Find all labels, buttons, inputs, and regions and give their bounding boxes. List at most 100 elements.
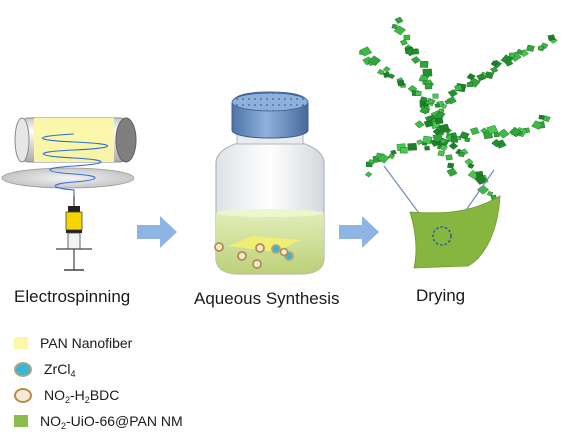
legend-item-linker: NO2-H2BDC [14, 382, 183, 408]
zrcl4-swatch [14, 361, 32, 377]
mof-crystal [396, 79, 405, 87]
mof-crystal [376, 69, 385, 76]
reaction-bottle [214, 91, 325, 275]
mof-crystal [486, 191, 494, 197]
mof-crystal [446, 167, 458, 177]
mof-crystal [391, 23, 398, 30]
electrospinning-setup [1, 117, 137, 271]
mof-crystal [480, 127, 489, 134]
mof-crystal [445, 154, 453, 161]
mof-crystal [448, 142, 459, 150]
mof-crystal [508, 52, 516, 58]
mof-crystal [464, 137, 471, 143]
mof-crystal [484, 71, 494, 79]
mof-crystal [411, 48, 420, 55]
mof-crystal [438, 123, 450, 133]
mof-crystal [508, 126, 522, 137]
mof-crystal [434, 117, 444, 125]
zrcl4-particle [271, 244, 281, 254]
mof-crystal [387, 153, 396, 160]
linker-particle [237, 251, 247, 261]
mof-crystal [424, 115, 433, 122]
mof-crystal [432, 93, 439, 99]
linker-particle [252, 259, 262, 269]
syringe [56, 196, 92, 271]
mof-crystal [432, 128, 442, 136]
mof-crystal [459, 131, 470, 140]
mof-crystal [504, 59, 514, 67]
mof-crystal [439, 144, 448, 152]
mof-crystal [531, 120, 544, 130]
dried-membrane [409, 195, 501, 269]
mof-crystal-cluster [359, 16, 558, 200]
mof-crystal [447, 162, 455, 169]
legend: PAN Nanofiber ZrCl4 NO2-H2BDC NO2-UiO-66… [14, 330, 183, 434]
mof-crystal [428, 99, 434, 104]
step-label-drying: Drying [416, 286, 466, 305]
mof-crystal [419, 96, 428, 103]
mof-crystal [454, 84, 463, 92]
mof-crystal [382, 71, 391, 79]
mof-crystal [444, 99, 451, 105]
mof-crystal [466, 82, 473, 88]
mof-crystal [437, 150, 445, 157]
mof-crystal [414, 120, 425, 129]
mof-crystal [388, 73, 396, 80]
mof-crystal [476, 73, 486, 82]
mof-crystal [393, 25, 406, 36]
collector-plate [1, 167, 135, 189]
mof-crystal [547, 34, 556, 41]
mof-crystal [416, 139, 423, 145]
mof-crystal [390, 149, 397, 155]
mof-crystal [423, 119, 434, 128]
legend-label-pan-nanofiber: PAN Nanofiber [40, 335, 133, 351]
mof-crystal [450, 132, 458, 138]
mof-crystal [368, 159, 375, 165]
step-label-electrospinning: Electrospinning [14, 287, 131, 306]
mof-crystal [526, 44, 535, 52]
legend-label-product: NO2-UiO-66@PAN NM [40, 413, 183, 431]
mof-crystal [403, 34, 411, 41]
legend-item-pan-nanofiber: PAN Nanofiber [14, 330, 183, 356]
mof-crystal [497, 128, 510, 139]
mof-crystal [440, 138, 447, 144]
mof-crystal [458, 151, 465, 158]
mof-crystal [424, 83, 433, 90]
mof-crystal [415, 90, 422, 97]
mof-crystal [399, 147, 408, 154]
mof-crystal [474, 174, 488, 185]
pan-nanofiber-swatch [14, 337, 28, 349]
mof-crystal [434, 103, 441, 108]
mof-crystal [367, 55, 382, 67]
mof-crystal [491, 138, 502, 148]
mof-crystal [359, 46, 373, 57]
mof-crystal [382, 66, 391, 73]
linker-particle [279, 247, 289, 257]
mof-crystal [424, 145, 430, 151]
mof-crystal [410, 56, 421, 64]
mof-crystal [469, 127, 480, 135]
legend-label-linker: NO2-H2BDC [44, 387, 120, 405]
mof-crystal [490, 66, 499, 74]
mof-crystal [490, 60, 499, 67]
process-arrow-1 [137, 216, 177, 248]
mof-crystal [399, 39, 408, 46]
mof-crystal [438, 108, 445, 113]
precursor-particles [214, 242, 294, 269]
linker-particle [255, 243, 265, 253]
pan-membrane-in-solution [228, 236, 300, 252]
mof-crystal [441, 103, 447, 109]
mof-crystal [364, 171, 373, 178]
mof-crystal [537, 45, 545, 51]
mof-crystal [422, 135, 433, 145]
mof-crystal [419, 106, 431, 115]
mof-crystal [394, 16, 404, 24]
mof-crystal [467, 163, 475, 169]
legend-item-product: NO2-UiO-66@PAN NM [14, 408, 183, 434]
zoom-circle [432, 226, 452, 246]
mof-crystal [407, 142, 418, 151]
collector-drum [14, 117, 137, 163]
step-label-aqueous-synthesis: Aqueous Synthesis [194, 289, 340, 308]
mof-crystal [432, 133, 444, 143]
